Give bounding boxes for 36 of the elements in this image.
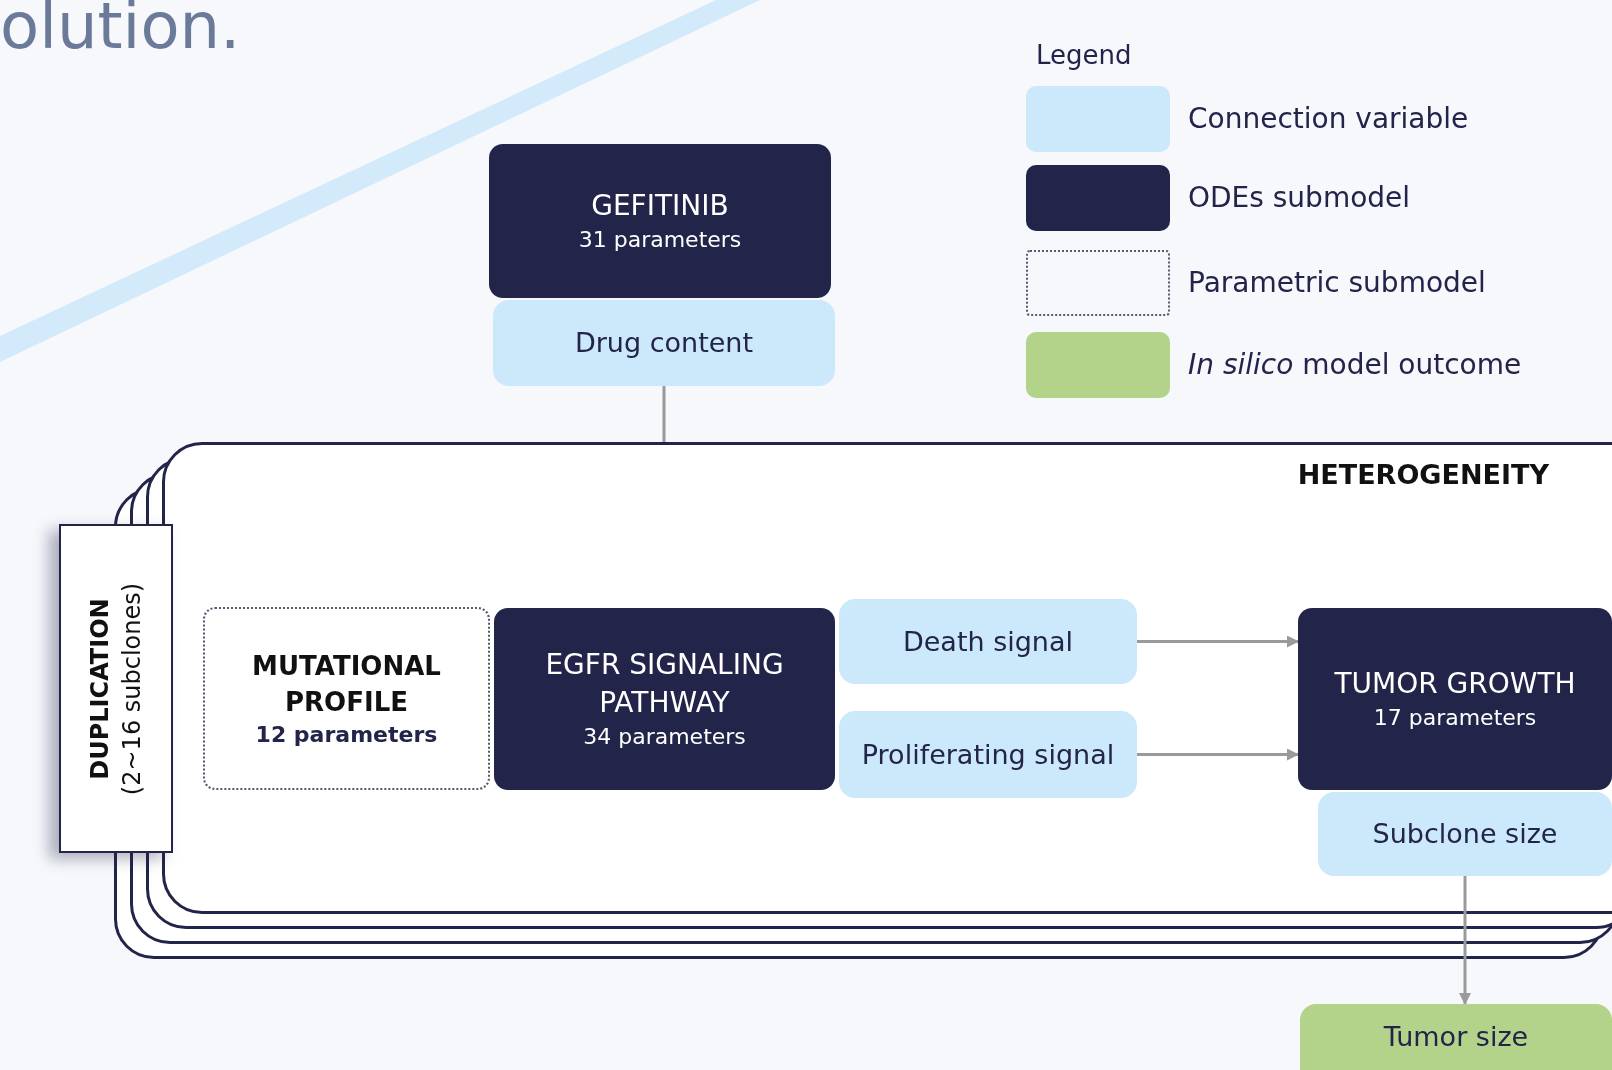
arrow xyxy=(1137,635,1299,648)
tab-title: DUPLICATION xyxy=(85,597,115,780)
panel-title: HETEROGENEITY xyxy=(1297,458,1549,492)
legend-label: In silico model outcome xyxy=(1188,347,1522,383)
connection-variable-box xyxy=(1318,792,1612,876)
box-label: Drug content xyxy=(574,326,754,360)
legend-label: Connection variable xyxy=(1188,101,1469,137)
parameter-count: 17 parameters xyxy=(1373,704,1537,732)
box-label: Subclone size xyxy=(1372,817,1558,851)
box-title: TUMOR GROWTH xyxy=(1334,666,1576,702)
connector-line xyxy=(662,386,666,442)
arrow xyxy=(1137,748,1299,761)
ode-submodel-box xyxy=(1298,608,1612,790)
arrow xyxy=(1459,876,1471,1005)
connection-variable-box xyxy=(839,599,1137,684)
connection-variable-box xyxy=(839,711,1137,798)
box-label: Death signal xyxy=(902,624,1074,659)
box-label: Proliferating signal xyxy=(861,737,1115,772)
legend-title: Legend xyxy=(1036,39,1132,72)
model-outcome-box xyxy=(1300,1004,1612,1070)
box-title: EGFR SIGNALING PATHWAY xyxy=(544,647,785,721)
legend-label: Parametric submodel xyxy=(1188,265,1486,301)
duplication-tab xyxy=(59,524,173,853)
box-title: MUTATIONAL PROFILE xyxy=(251,649,442,719)
connection-variable-box xyxy=(493,300,835,386)
parametric-submodel-box xyxy=(203,607,490,790)
box-title: GEFITINIB xyxy=(591,188,729,224)
parameter-count: 31 parameters xyxy=(578,226,742,254)
tab-subtitle: (2~16 subclones) xyxy=(117,582,147,795)
parameter-count: 34 parameters xyxy=(583,723,746,751)
legend-label: ODEs submodel xyxy=(1188,180,1411,216)
drug-submodel-box xyxy=(489,144,831,298)
parameter-count: 12 parameters xyxy=(255,720,438,749)
heterogeneity-panel xyxy=(162,442,1612,914)
ode-submodel-box xyxy=(494,608,835,790)
box-label: Tumor size xyxy=(1383,1020,1529,1054)
